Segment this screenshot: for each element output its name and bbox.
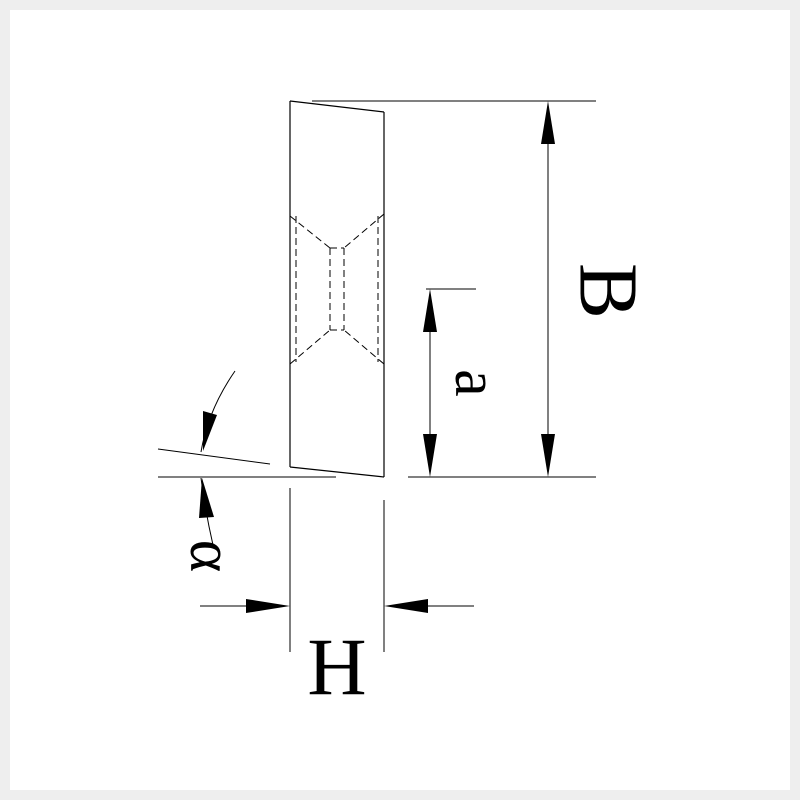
- b-arrow-top: [541, 101, 555, 144]
- label-a: a: [442, 369, 510, 397]
- alpha-arrow-lower: [199, 478, 214, 518]
- hole-chamfer-br: [343, 329, 385, 365]
- drawing-frame: [10, 10, 790, 790]
- alpha-angle-line: [157, 448, 271, 465]
- b-arrow-bottom: [541, 434, 555, 477]
- hidden-hole: [289, 213, 385, 365]
- a-arrow-bottom: [423, 434, 437, 477]
- alpha-arc-upper: [200, 370, 236, 453]
- insert-bottom-edge: [289, 466, 385, 478]
- label-alpha: α: [177, 540, 245, 572]
- h-arrow-left: [246, 599, 290, 613]
- hole-chamfer-tl: [289, 215, 331, 249]
- label-h: H: [307, 621, 366, 712]
- h-arrow-right: [384, 599, 428, 613]
- dimension-alpha: α: [157, 370, 336, 572]
- label-b: B: [562, 263, 655, 319]
- hole-chamfer-tr: [343, 213, 385, 249]
- dimension-a: a: [423, 288, 510, 477]
- dimension-h: H: [200, 488, 474, 712]
- a-arrow-top: [423, 289, 437, 332]
- insert-top-edge: [289, 100, 385, 113]
- dimension-b: B: [312, 100, 655, 478]
- insert-outline: [289, 100, 385, 478]
- alpha-arrow-upper: [203, 411, 217, 451]
- hole-chamfer-bl: [289, 329, 331, 365]
